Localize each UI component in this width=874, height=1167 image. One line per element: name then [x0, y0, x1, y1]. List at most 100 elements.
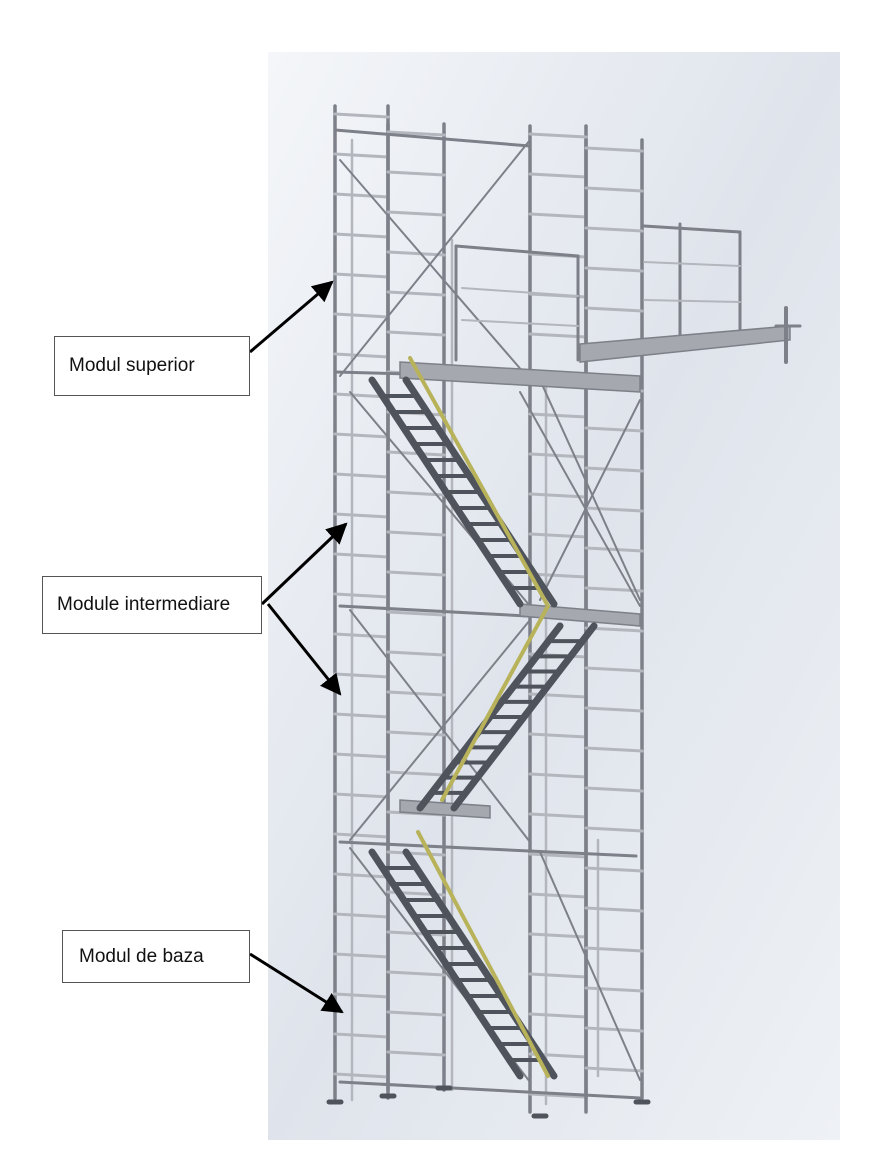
arrow-top-module: [249, 280, 334, 354]
ladder-front-left-rung: [333, 912, 390, 919]
guard-rail: [454, 244, 580, 258]
ladder-center-rung: [528, 172, 588, 179]
ladder-front-left-rung: [333, 152, 390, 159]
ladder-front-left-rung: [333, 872, 390, 879]
ladder-front-left-rung: [333, 792, 390, 799]
ladder-front-left-rung: [333, 112, 390, 119]
ladder-center-rung: [528, 452, 588, 459]
ladder-front-mid-rung: [386, 610, 446, 617]
ladder-front-left-rung: [333, 232, 390, 239]
ladder-center-rung: [528, 1012, 588, 1019]
ladder-right-rung: [584, 746, 644, 753]
ladder-front-mid-rung: [386, 1010, 446, 1017]
guard-rail-mid: [461, 319, 579, 327]
ladder-front-mid-rung: [386, 450, 446, 457]
ladder-center-rung: [528, 492, 588, 499]
ladder-right-rung: [584, 666, 644, 673]
ladder-front-mid-rung: [386, 530, 446, 537]
ladder-front-mid-rung: [386, 970, 446, 977]
ladder-front-left-rung: [333, 712, 390, 719]
ledger: [338, 840, 638, 858]
diagonal-brace: [349, 619, 531, 841]
ladder-right-rung: [584, 706, 644, 713]
ladder-front-left-rung: [333, 512, 390, 519]
ladder-right-rung: [584, 426, 644, 433]
diagonal-brace: [339, 139, 531, 377]
ladder-right-rung: [584, 906, 644, 913]
handrail-upper: [408, 356, 550, 608]
ladder-front-left-rung: [333, 1072, 390, 1079]
ladder-front-mid-rung: [386, 290, 446, 297]
ladder-front-left-rung: [333, 832, 390, 839]
platform-top: [399, 361, 641, 393]
ladder-right-rung: [584, 826, 644, 833]
ladder-front-left-rung: [333, 432, 390, 439]
ladder-center-rung: [528, 972, 588, 979]
ladder-center-rung: [528, 732, 588, 739]
ladder-front-left-rung: [333, 352, 390, 359]
ladder-front-left-rung: [333, 192, 390, 199]
ladder-right-rung: [584, 266, 644, 273]
ladder-front-mid-rung: [386, 490, 446, 497]
platform-cantilever: [579, 325, 791, 363]
ladder-front-left-rung: [333, 272, 390, 279]
label-base-module-text: Modul de baza: [79, 945, 204, 967]
ladder-right-rung: [584, 946, 644, 953]
ladder-front-left-rung: [333, 752, 390, 759]
ladder-front-mid-rung: [386, 650, 446, 657]
arrow-intermediate-lower: [266, 603, 342, 696]
ladder-center-rung: [528, 852, 588, 859]
platform-landing: [519, 603, 641, 627]
ladder-front-left-rung: [333, 992, 390, 999]
ladder-front-left-rung: [333, 552, 390, 559]
diagonal-brace: [519, 391, 641, 607]
ladder-center-rung: [528, 1092, 588, 1099]
ladder-right-rung: [584, 586, 644, 593]
ladder-right-rung: [584, 866, 644, 873]
diagonal-brace: [339, 159, 531, 381]
ladder-front-mid-rung: [386, 1050, 446, 1057]
ledger: [338, 1080, 642, 1100]
ladder-center-rung: [528, 772, 588, 779]
ladder-right-rung: [584, 146, 644, 153]
ladder-right-rung: [584, 306, 644, 313]
ladder-center-rung: [528, 572, 588, 579]
ladder-front-left-rung: [333, 312, 390, 319]
ladder-front-left-rung: [333, 672, 390, 679]
ladder-front-mid-rung: [386, 210, 446, 217]
arrow-intermediate-upper: [260, 522, 348, 606]
label-intermediate-modules-text: Module intermediare: [57, 594, 231, 615]
ladder-front-mid-rung: [386, 730, 446, 737]
ladder-right-rung: [584, 186, 644, 193]
stair-flights: [368, 356, 598, 1080]
ladder-right-rung: [584, 506, 644, 513]
ladder-center-rung: [528, 532, 588, 539]
ladder-front-mid-rung: [386, 330, 446, 337]
handrail-lower: [416, 830, 550, 1078]
ladder-front-left-rung: [333, 632, 390, 639]
guard-rail-mid: [643, 261, 741, 267]
arrow-base-module: [249, 952, 344, 1014]
diagonal-brace: [539, 379, 641, 601]
ladder-front-left-rung: [333, 1032, 390, 1039]
ladder-front-mid-rung: [386, 850, 446, 857]
ladder-right-rung: [584, 1026, 644, 1033]
ladder-right-rung: [584, 1066, 644, 1073]
ladder-right-rung: [584, 466, 644, 473]
ladder-center-rung: [528, 812, 588, 819]
guard-rail: [642, 224, 742, 234]
guard-rail-mid: [643, 299, 741, 303]
label-base-module: Modul de baza: [62, 930, 250, 983]
ladder-right-rung: [584, 986, 644, 993]
ladder-center-rung: [528, 132, 588, 139]
ladder-right-rung: [584, 546, 644, 553]
ladder-front-left-rung: [333, 472, 390, 479]
ladder-front-mid-rung: [386, 250, 446, 257]
pointer-arrows: [249, 280, 348, 1014]
scaffold-frame: [326, 104, 802, 1119]
ladder-center-rung: [528, 212, 588, 219]
diagonal-brace: [539, 851, 641, 1081]
label-intermediate-modules: Module intermediare: [42, 576, 262, 634]
diagonal-brace: [539, 399, 641, 601]
